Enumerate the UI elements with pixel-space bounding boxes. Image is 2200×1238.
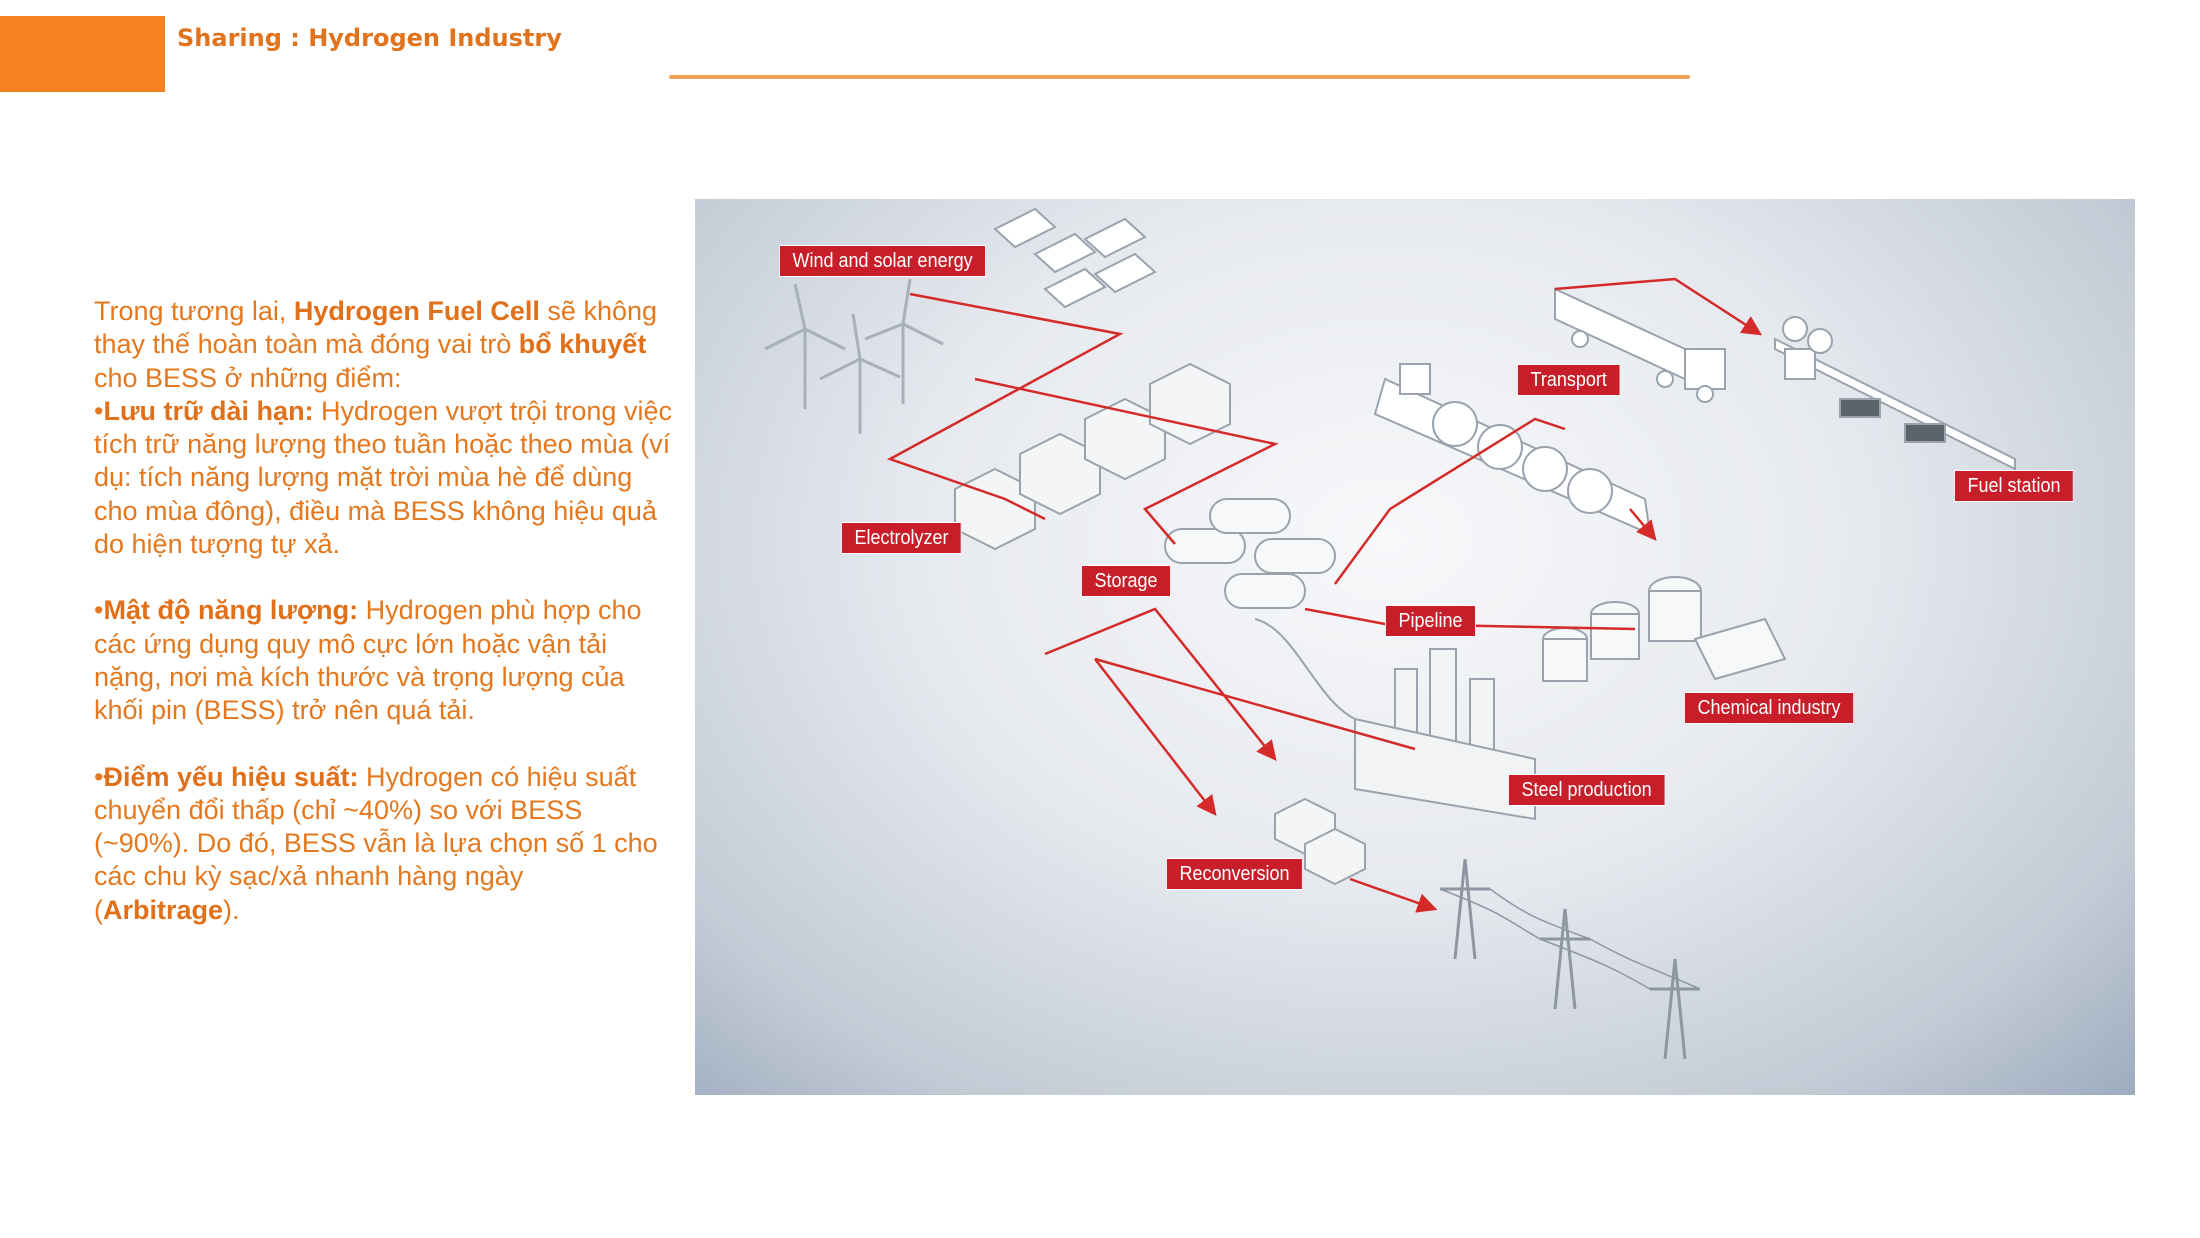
- solar-panels-icon: [993, 207, 1157, 309]
- point-title: Điểm yếu hiệu suất:: [103, 761, 359, 792]
- intro-bold-1: Hydrogen Fuel Cell: [293, 296, 540, 326]
- intro-text-3: cho BESS ở những điểm:: [94, 362, 402, 393]
- page-title: Sharing : Hydrogen Industry: [177, 24, 562, 52]
- body-text: Trong tương lai, Hydrogen Fuel Cell sẽ k…: [94, 295, 674, 927]
- point-text: Hydrogen vượt trội trong việc tích trữ n…: [94, 395, 672, 560]
- label-electrolyzer: Electrolyzer: [841, 522, 963, 554]
- header-accent-block: [0, 16, 165, 92]
- bullet: •: [94, 761, 104, 792]
- fuel-station-icon: [1774, 316, 2016, 471]
- point-title: Mật độ năng lượng:: [103, 595, 359, 626]
- label-wind-solar: Wind and solar energy: [779, 245, 987, 277]
- power-lines-icon: [1439, 858, 1701, 1060]
- intro-text-2: sẽ không thay thế hoàn toàn mà đóng vai …: [94, 296, 658, 360]
- bullet: •: [94, 395, 104, 426]
- label-storage: Storage: [1081, 565, 1172, 597]
- storage-tanks-icon: [1164, 498, 1336, 609]
- label-reconversion: Reconversion: [1166, 858, 1304, 890]
- point-text: Hydrogen phù hợp cho các ứng dụng quy mô…: [94, 595, 642, 726]
- wind-turbines-icon: [764, 278, 944, 434]
- point-efficiency-weakness: •Điểm yếu hiệu suất: Hydrogen có hiệu su…: [94, 761, 674, 927]
- tanker-truck-icon: [1554, 287, 1726, 403]
- header-divider: [669, 75, 1690, 79]
- point-title: Lưu trữ dài hạn:: [103, 395, 314, 426]
- diagram-artwork: [764, 207, 2016, 1060]
- intro-paragraph: Trong tương lai, Hydrogen Fuel Cell sẽ k…: [94, 295, 674, 395]
- label-steel-production: Steel production: [1508, 774, 1666, 806]
- label-transport: Transport: [1517, 364, 1621, 396]
- intro-bold-2: bổ khuyết: [518, 329, 647, 360]
- intro-text-1: Trong tương lai,: [94, 296, 294, 326]
- hydrogen-value-chain-diagram: Wind and solar energy Transport Fuel sta…: [695, 199, 2135, 1095]
- lng-ship-icon: [1373, 363, 1652, 536]
- point-energy-density: •Mật độ năng lượng: Hydrogen phù hợp cho…: [94, 594, 674, 727]
- point-text-end: ).: [223, 894, 240, 925]
- label-fuel-station: Fuel station: [1954, 470, 2075, 502]
- point-text: Hydrogen có hiệu suất chuyển đổi thấp (c…: [94, 761, 658, 925]
- chemical-plant-icon: [1542, 576, 1787, 682]
- point-bold-term: Arbitrage: [103, 894, 224, 925]
- reconversion-units-icon: [1274, 797, 1366, 886]
- electrolyzer-units-icon: [954, 362, 1231, 551]
- label-pipeline: Pipeline: [1385, 605, 1477, 637]
- label-chemical-industry: Chemical industry: [1684, 692, 1855, 724]
- point-long-term-storage: •Lưu trữ dài hạn: Hydrogen vượt trội tro…: [94, 395, 674, 561]
- steel-plant-icon: [1254, 618, 1536, 821]
- bullet: •: [94, 595, 104, 626]
